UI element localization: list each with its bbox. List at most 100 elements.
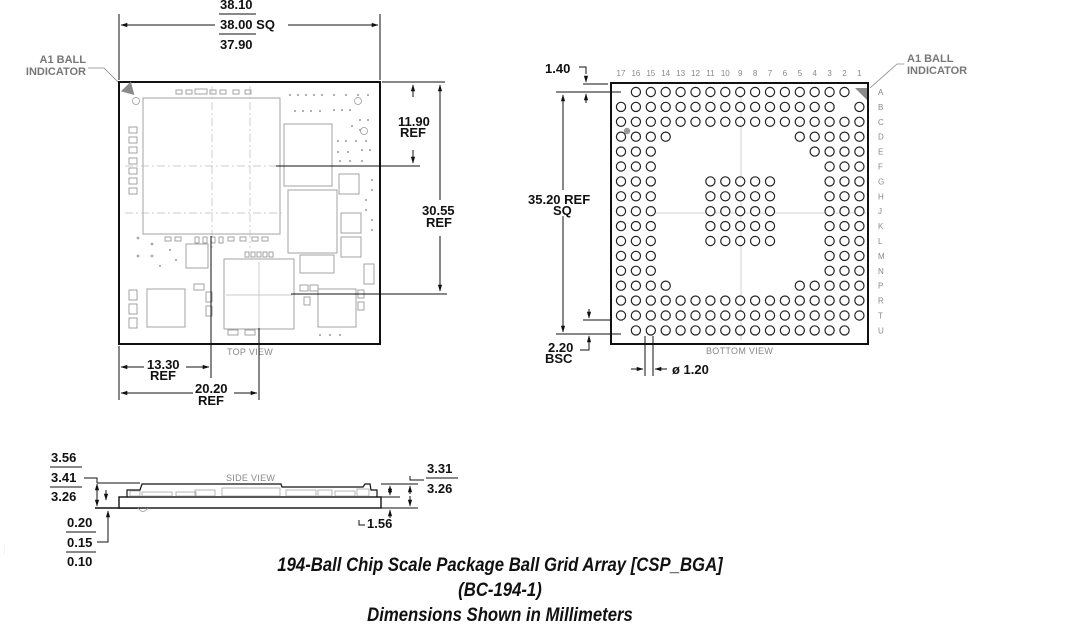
solder-ball	[705, 101, 716, 113]
solder-ball	[824, 280, 835, 291]
solder-ball	[615, 176, 627, 187]
solder-ball	[794, 295, 806, 306]
solder-ball	[794, 280, 806, 291]
solder-ball	[705, 205, 716, 217]
solder-ball	[839, 161, 850, 172]
solder-ball	[764, 325, 776, 336]
solder-ball	[735, 176, 746, 187]
row-label: R	[878, 297, 884, 306]
solder-ball	[675, 116, 686, 128]
solder-ball	[645, 325, 657, 336]
row-label: J	[878, 207, 882, 216]
solder-ball	[690, 116, 701, 128]
column-label: 16	[631, 69, 640, 78]
right-height-min: 3.26	[427, 481, 452, 496]
column-label: 1	[857, 69, 862, 78]
solder-ball	[630, 176, 642, 187]
solder-ball	[809, 116, 820, 128]
row-label: T	[878, 312, 883, 321]
figure-id: ·····	[2, 545, 8, 555]
solder-ball	[630, 205, 642, 217]
a1-indicator-bottom-line1: A1 BALL	[907, 53, 954, 65]
solder-ball	[779, 101, 791, 113]
solder-ball	[824, 325, 835, 336]
dim-11-90: 11.90	[398, 114, 430, 129]
solder-ball	[824, 176, 835, 187]
solder-ball	[839, 250, 850, 262]
solder-ball	[705, 176, 716, 187]
solder-ball	[630, 86, 642, 98]
side-view-label: SIDE VIEW	[226, 473, 275, 483]
solder-ball	[705, 310, 716, 321]
column-label: 2	[842, 69, 847, 78]
figure-caption: 194-Ball Chip Scale Package Ball Grid Ar…	[236, 553, 764, 628]
solder-ball	[824, 131, 835, 142]
solder-ball	[705, 295, 716, 306]
solder-ball	[630, 116, 642, 128]
row-label: U	[878, 326, 884, 335]
solder-ball	[824, 295, 835, 306]
solder-ball	[705, 191, 716, 202]
column-label: 4	[812, 69, 817, 78]
solder-ball	[824, 116, 835, 128]
solder-ball	[720, 220, 731, 232]
caption-line-3: Dimensions Shown in Millimeters	[367, 605, 633, 626]
solder-ball	[749, 295, 761, 306]
solder-ball	[615, 235, 627, 247]
solder-ball	[809, 295, 820, 306]
solder-ball	[794, 116, 806, 128]
solder-ball	[764, 101, 776, 113]
solder-ball	[615, 161, 627, 172]
standoff-min: 0.10	[67, 554, 92, 569]
row-label: A	[878, 88, 884, 97]
solder-ball	[630, 280, 642, 291]
row-label: D	[878, 133, 884, 142]
solder-ball	[854, 101, 865, 113]
solder-ball	[839, 310, 850, 321]
solder-ball	[735, 235, 746, 247]
solder-ball	[854, 250, 865, 262]
solder-ball	[720, 191, 731, 202]
width-min-label: 37.90	[220, 37, 253, 52]
height-min: 3.26	[51, 489, 76, 504]
dim-2-20: 2.20	[548, 340, 573, 355]
solder-ball	[630, 161, 642, 172]
ball-array	[615, 86, 865, 336]
row-label: L	[878, 237, 883, 246]
solder-ball	[809, 280, 820, 291]
solder-ball	[660, 325, 671, 336]
solder-ball	[660, 280, 671, 291]
solder-ball	[749, 86, 761, 98]
solder-ball	[749, 176, 761, 187]
row-label: G	[878, 177, 884, 186]
solder-ball	[764, 310, 776, 321]
solder-ball	[824, 205, 835, 217]
solder-ball	[690, 101, 701, 113]
column-label: 14	[661, 69, 670, 78]
solder-ball	[854, 161, 865, 172]
solder-ball	[839, 220, 850, 232]
height-max: 3.56	[51, 450, 76, 465]
solder-ball	[839, 265, 850, 276]
solder-ball	[854, 295, 865, 306]
solder-ball	[764, 295, 776, 306]
solder-ball	[764, 220, 776, 232]
solder-ball	[720, 205, 731, 217]
solder-ball	[839, 86, 850, 98]
solder-ball	[615, 116, 627, 128]
a1-indicator-label-line2: INDICATOR	[26, 66, 86, 78]
solder-ball	[839, 205, 850, 217]
solder-ball	[690, 325, 701, 336]
solder-ball	[630, 265, 642, 276]
row-label: K	[878, 222, 884, 231]
height-nom: 3.41	[51, 470, 76, 485]
solder-ball	[824, 86, 835, 98]
dim-30-55-ref: REF	[426, 215, 452, 230]
solder-ball	[735, 325, 746, 336]
dim-20-20: 20.20	[195, 381, 228, 396]
solder-ball	[645, 250, 657, 262]
a1-indicator-bottom-line2: INDICATOR	[907, 65, 967, 77]
solder-ball	[735, 220, 746, 232]
solder-ball	[720, 310, 731, 321]
row-label: M	[878, 252, 885, 261]
